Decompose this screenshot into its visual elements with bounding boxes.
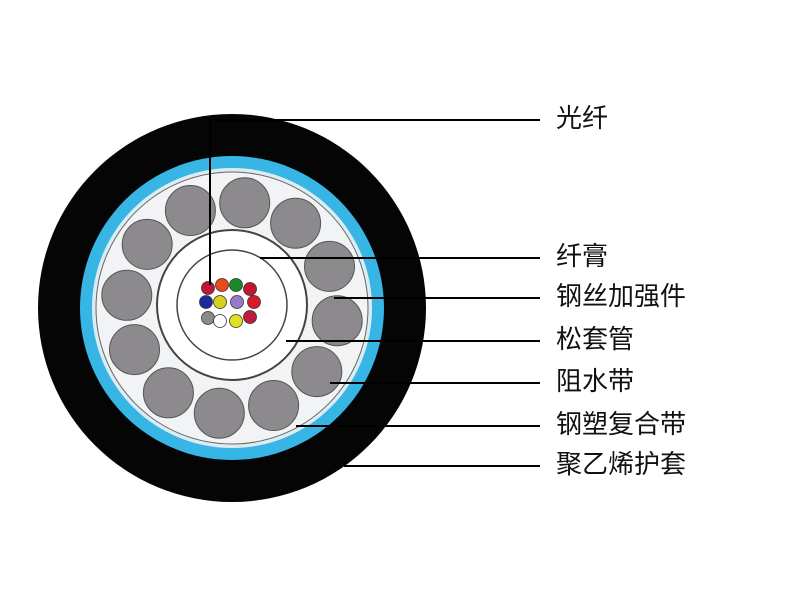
steel-wire [248, 380, 300, 431]
label-fiber-gel: 纤膏 [556, 242, 609, 272]
label-loose-tube: 松套管 [556, 325, 635, 355]
optical-fiber [230, 295, 244, 309]
leader-lines [209, 119, 540, 467]
label-water-blocking-tape: 阻水带 [556, 367, 635, 397]
steel-wire [219, 177, 271, 229]
label-optical-fiber: 光纤 [556, 104, 609, 134]
optical-fiber [243, 282, 257, 296]
optical-fiber [201, 281, 215, 295]
steel-wire [101, 269, 153, 321]
steel-wire [291, 346, 343, 398]
label-steel-wire-strength-member: 钢丝加强件 [556, 282, 687, 312]
optical-fiber-group [199, 278, 261, 328]
optical-fiber [213, 314, 227, 328]
steel-wire [109, 324, 160, 376]
label-pe-jacket: 聚乙烯护套 [556, 450, 687, 480]
optical-fiber [247, 295, 261, 309]
optical-fiber [229, 314, 243, 328]
optical-fiber [229, 278, 243, 292]
optical-fiber [201, 311, 215, 325]
optical-fiber [213, 295, 227, 309]
steel-wire [311, 295, 363, 347]
optical-fiber [199, 295, 213, 309]
steel-wire [142, 367, 194, 419]
steel-wire [304, 240, 355, 292]
optical-fiber [215, 278, 229, 292]
label-steel-plastic-tape: 钢塑复合带 [556, 410, 687, 440]
optical-fiber [243, 310, 257, 324]
steel-wire-group [101, 177, 363, 439]
steel-wire [164, 185, 216, 236]
steel-wire [121, 218, 173, 270]
leader-line-fiber [209, 119, 540, 285]
steel-wire [270, 197, 322, 249]
steel-wire [193, 387, 245, 439]
